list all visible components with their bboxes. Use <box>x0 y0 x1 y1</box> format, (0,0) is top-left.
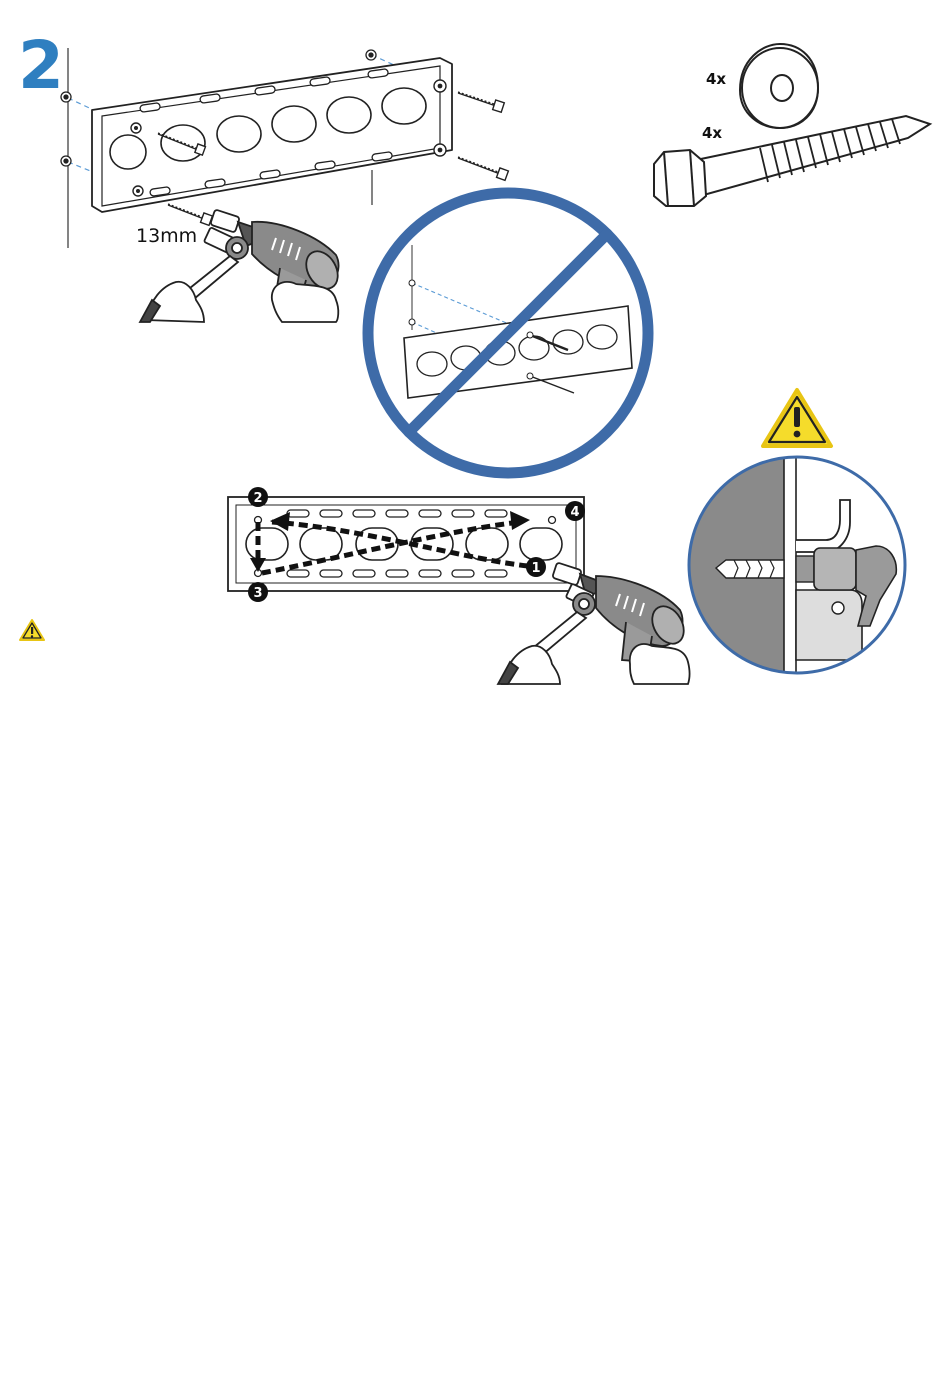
wall-anchor-detail <box>680 450 920 690</box>
socket-wrench-illustration-2 <box>498 584 595 684</box>
warning-triangle-icon <box>763 390 831 446</box>
svg-text:1: 1 <box>531 561 540 576</box>
socket-size-label: 13mm <box>136 225 197 247</box>
washer-part <box>740 44 818 128</box>
lag-bolt-part <box>654 116 930 206</box>
sequence-step-4: 4 <box>565 501 585 521</box>
hardware-parts-list: 4x 4x <box>654 44 930 206</box>
wall-bracket-plate <box>92 58 452 212</box>
sequence-step-3: 3 <box>248 582 268 602</box>
sequence-step-2: 2 <box>248 487 268 507</box>
warning-note-icon <box>20 620 44 640</box>
bolt-quantity: 4x <box>702 124 722 142</box>
tightening-sequence-illustration: 1 2 3 4 <box>228 487 690 684</box>
svg-text:3: 3 <box>253 586 262 601</box>
svg-text:2: 2 <box>253 491 262 506</box>
incorrect-installation-illustration <box>368 193 648 473</box>
sequence-step-1: 1 <box>526 557 546 577</box>
step-number: 2 <box>18 27 64 104</box>
svg-text:4: 4 <box>570 505 579 520</box>
washer-quantity: 4x <box>706 70 726 88</box>
